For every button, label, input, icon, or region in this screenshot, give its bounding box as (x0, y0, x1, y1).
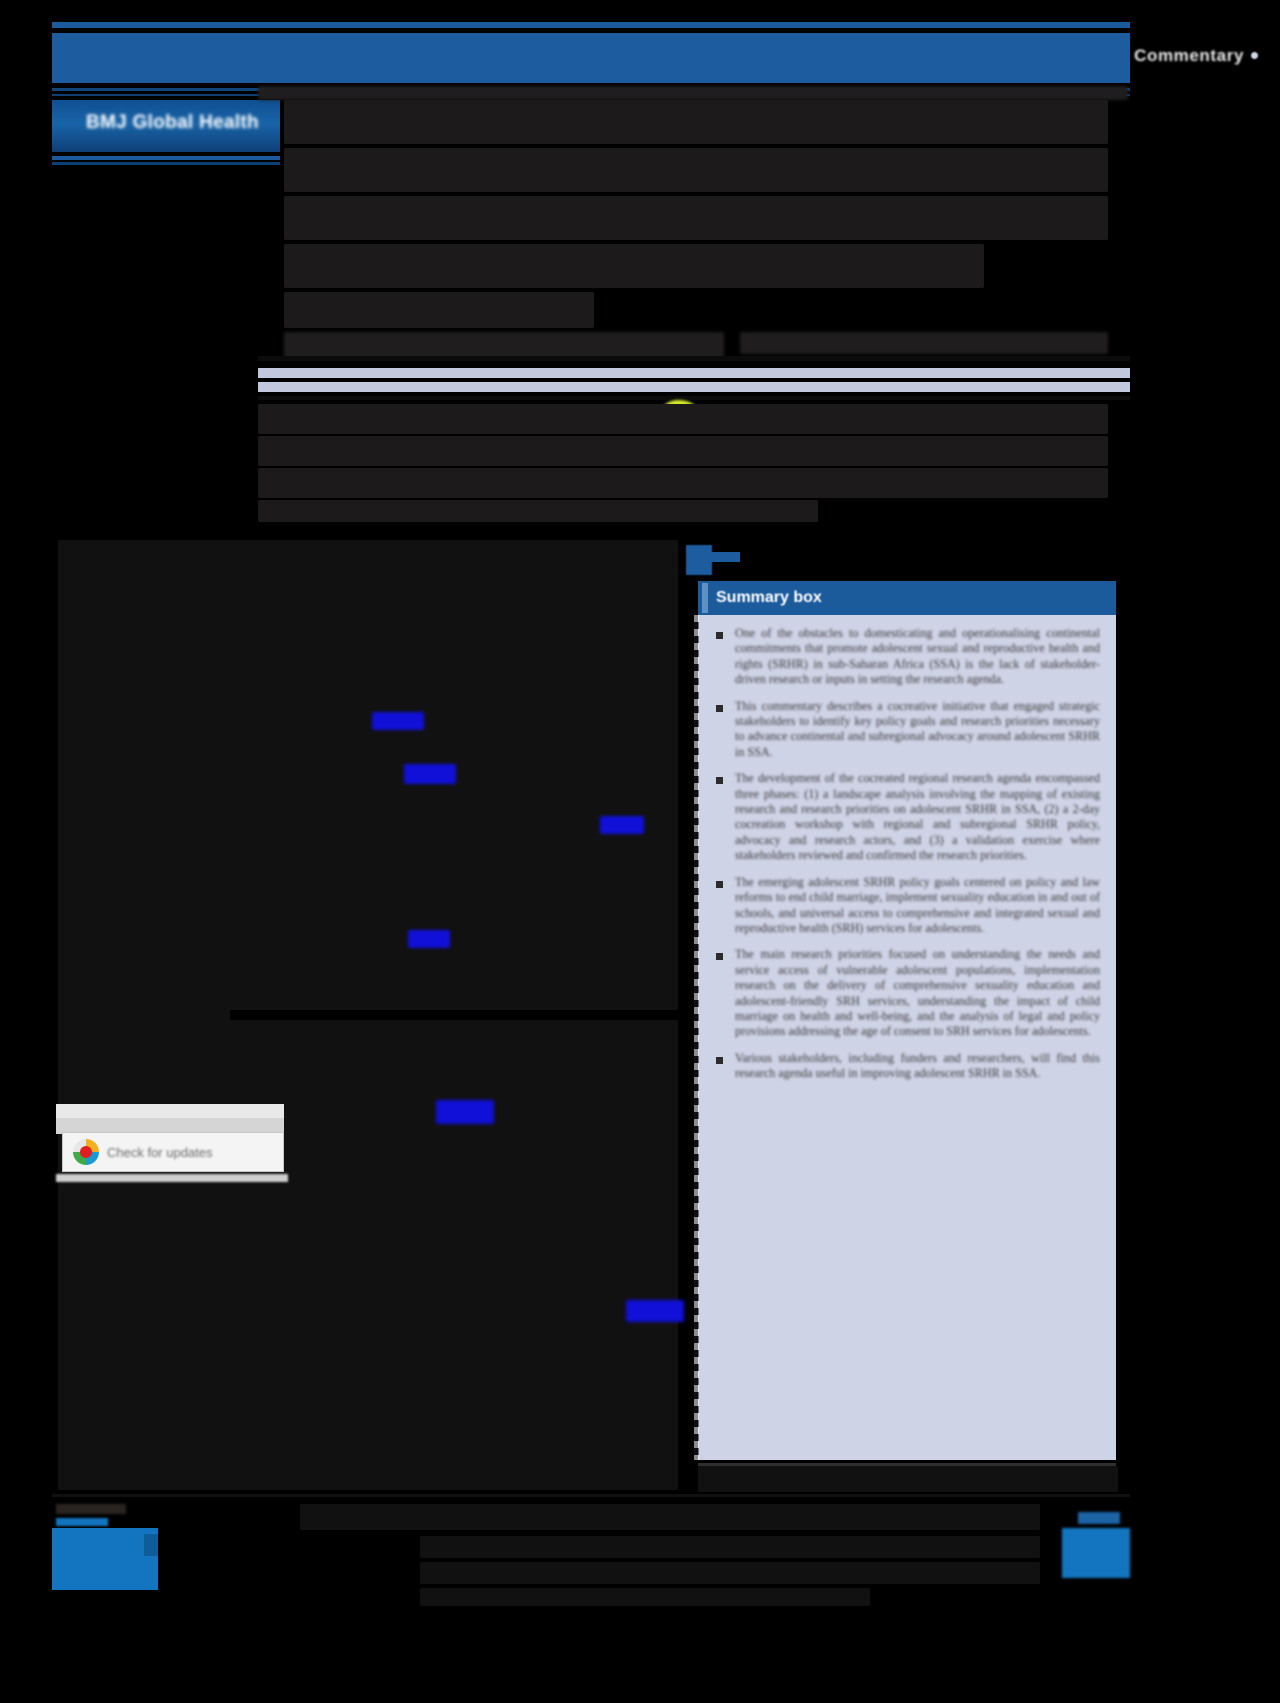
header-band (52, 33, 1130, 83)
link-highlight[interactable] (600, 816, 644, 834)
redacted-abstract-line (258, 468, 1108, 498)
publisher-logo-accent (1078, 1512, 1120, 1524)
crossmark-logo-icon (73, 1139, 99, 1165)
redacted-abstract-line (258, 500, 818, 522)
redacted-title-line (284, 100, 1108, 144)
abstract-divider-bottom (258, 396, 1130, 400)
redacted-body-gutter (58, 540, 230, 1490)
crossmark-badge[interactable]: Check for updates (48, 1088, 288, 1188)
footer-rule (52, 1494, 1130, 1497)
bullet-icon (716, 880, 723, 888)
summary-box-tab-accent (700, 552, 740, 562)
redacted-author-line (284, 332, 724, 358)
journal-logo-label: BMJ Global Health (86, 112, 259, 133)
redacted-abstract-line (258, 436, 1108, 466)
list-item: Various stakeholders, including funders … (716, 1051, 1100, 1082)
section-label: Commentary (1134, 46, 1244, 65)
open-access-logo-notch (144, 1534, 158, 1556)
link-highlight[interactable] (436, 1100, 494, 1124)
open-access-logo (52, 1528, 158, 1590)
header-top-rule (52, 22, 1130, 28)
redacted-abstract-line (258, 404, 1108, 434)
redacted-title-line (284, 292, 594, 328)
abstract-divider-top (258, 356, 1130, 361)
redacted-footer-mark (56, 1504, 126, 1514)
list-item-text: One of the obstacles to domesticating an… (735, 626, 1100, 687)
redacted-footer-line (300, 1504, 1040, 1530)
redacted-footer-line (420, 1588, 870, 1606)
summary-box-header (698, 581, 1116, 615)
summary-box-bottom-rule (698, 1463, 1116, 1466)
redacted-footer-line (420, 1536, 1040, 1558)
link-highlight[interactable] (404, 764, 456, 784)
logo-underline (52, 156, 280, 160)
list-item-text: Various stakeholders, including funders … (735, 1050, 1100, 1081)
redacted-title-line (284, 148, 1108, 192)
crossmark-shadow-2 (56, 1118, 284, 1134)
bullet-icon (716, 632, 723, 639)
list-item-text: The development of the cocreated regiona… (735, 771, 1100, 863)
link-highlight[interactable] (626, 1300, 684, 1322)
bullet-icon (716, 953, 723, 961)
redacted-title-line (284, 196, 1108, 240)
redacted-body-line (698, 1466, 1118, 1492)
crossmark-card[interactable]: Check for updates (62, 1132, 284, 1172)
crossmark-label: Check for updates (107, 1144, 213, 1160)
summary-box-bullet-list: One of the obstacles to domesticating an… (716, 626, 1100, 1448)
redacted-footer-line (420, 1562, 1040, 1584)
abstract-divider-band-1 (258, 368, 1130, 378)
journal-logo[interactable] (52, 100, 280, 152)
list-item: This commentary describes a cocreative i… (716, 699, 1100, 761)
bullet-icon (716, 1056, 723, 1064)
bmj-logo (1062, 1528, 1130, 1578)
list-item: The main research priorities focused on … (716, 947, 1100, 1039)
open-access-accent (56, 1518, 108, 1526)
summary-box-header-accent (702, 583, 708, 613)
redacted-kicker (258, 86, 1128, 100)
bullet-icon (716, 777, 723, 785)
link-highlight[interactable] (372, 712, 424, 730)
header-decorative-dot (1251, 52, 1258, 59)
list-item: The development of the cocreated regiona… (716, 771, 1100, 863)
bullet-icon (716, 704, 723, 712)
list-item: The emerging adolescent SRHR policy goal… (716, 875, 1100, 937)
list-item-text: This commentary describes a cocreative i… (735, 698, 1100, 759)
summary-box-title: Summary box (716, 589, 822, 606)
summary-box-left-edge (694, 615, 699, 1460)
abstract-divider-band-2 (258, 382, 1130, 392)
list-item: One of the obstacles to domesticating an… (716, 626, 1100, 688)
logo-underline-secondary (52, 162, 280, 165)
crossmark-base (56, 1174, 288, 1182)
list-item-text: The main research priorities focused on … (735, 947, 1100, 1039)
redacted-author-line (740, 332, 1108, 354)
link-highlight[interactable] (408, 930, 450, 948)
list-item-text: The emerging adolescent SRHR policy goal… (735, 874, 1100, 935)
summary-box-body (698, 615, 1116, 1460)
redacted-title-line (284, 244, 984, 288)
